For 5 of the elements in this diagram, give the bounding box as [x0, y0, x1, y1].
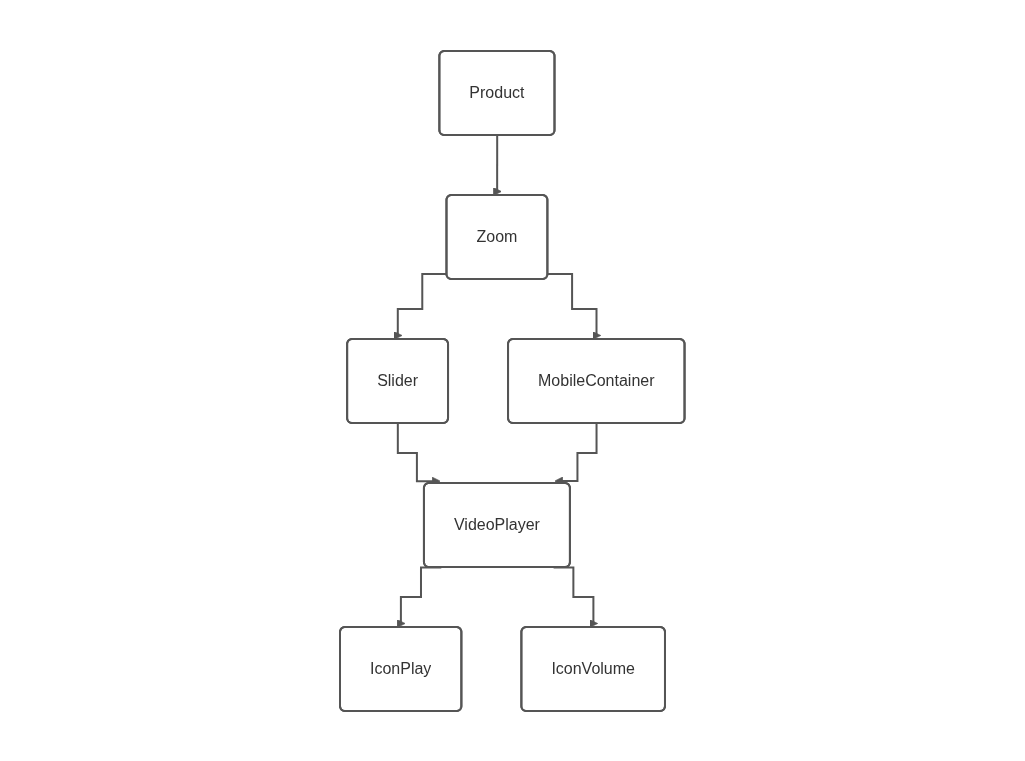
arrow	[493, 134, 502, 196]
arrow	[396, 566, 443, 628]
arrow	[554, 422, 598, 485]
arrow	[552, 566, 599, 628]
arrow	[547, 272, 602, 340]
